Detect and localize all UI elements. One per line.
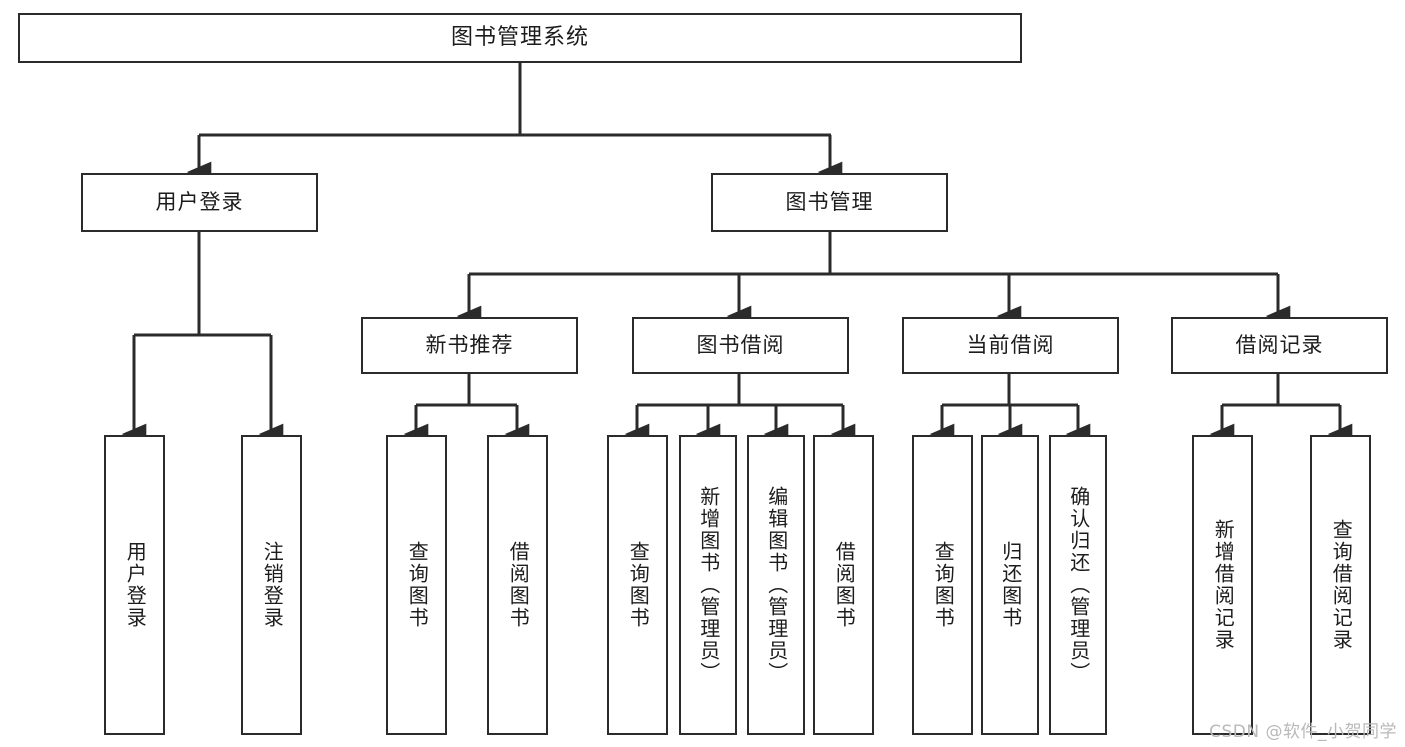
node-label: 注销登录 [260, 541, 285, 629]
node-leaf-query-book-3[interactable]: 查询图书 [912, 435, 973, 735]
csdn-watermark: CSDN @软件_小贺同学 [1209, 722, 1397, 742]
node-label: 借阅记录 [1235, 333, 1324, 358]
node-label: 用户登录 [123, 541, 148, 629]
node-label: 确认归还（管理员） [1066, 486, 1091, 684]
node-label: 查询借阅记录 [1329, 519, 1354, 651]
node-label: 图书管理系统 [450, 25, 589, 51]
node-label: 查询图书 [405, 541, 430, 629]
node-leaf-user-login[interactable]: 用户登录 [104, 435, 165, 735]
node-label: 新书推荐 [425, 333, 514, 358]
node-label: 新增借阅记录 [1211, 519, 1236, 651]
node-borrow-record[interactable]: 借阅记录 [1171, 317, 1388, 374]
node-label: 查询图书 [626, 541, 651, 629]
node-book-management[interactable]: 图书管理 [711, 173, 948, 232]
node-leaf-query-borrow-record[interactable]: 查询借阅记录 [1310, 435, 1371, 735]
node-label: 编辑图书（管理员） [764, 486, 789, 684]
node-label: 借阅图书 [506, 541, 531, 629]
node-label: 新增图书（管理员） [696, 486, 721, 684]
node-book-borrow[interactable]: 图书借阅 [632, 317, 849, 374]
node-leaf-logout[interactable]: 注销登录 [241, 435, 302, 735]
node-label: 图书借阅 [696, 333, 785, 358]
node-leaf-query-book-2[interactable]: 查询图书 [607, 435, 668, 735]
node-leaf-edit-book-admin[interactable]: 编辑图书（管理员） [747, 435, 805, 735]
node-new-book-recommendation[interactable]: 新书推荐 [361, 317, 578, 374]
node-current-borrow[interactable]: 当前借阅 [902, 317, 1119, 374]
node-user-login[interactable]: 用户登录 [81, 173, 318, 232]
node-label: 查询图书 [931, 541, 956, 629]
node-leaf-add-borrow-record[interactable]: 新增借阅记录 [1192, 435, 1253, 735]
node-leaf-borrow-book-1[interactable]: 借阅图书 [487, 435, 548, 735]
node-leaf-add-book-admin[interactable]: 新增图书（管理员） [679, 435, 737, 735]
node-leaf-confirm-return-admin[interactable]: 确认归还（管理员） [1049, 435, 1107, 735]
node-label: 归还图书 [998, 541, 1023, 629]
node-root-book-management-system[interactable]: 图书管理系统 [18, 13, 1022, 63]
node-leaf-borrow-book-2[interactable]: 借阅图书 [813, 435, 874, 735]
node-label: 用户登录 [155, 190, 244, 215]
node-label: 借阅图书 [832, 541, 857, 629]
node-label: 图书管理 [785, 190, 874, 215]
node-leaf-return-book[interactable]: 归还图书 [981, 435, 1039, 735]
node-label: 当前借阅 [966, 333, 1055, 358]
node-leaf-query-book-1[interactable]: 查询图书 [386, 435, 447, 735]
